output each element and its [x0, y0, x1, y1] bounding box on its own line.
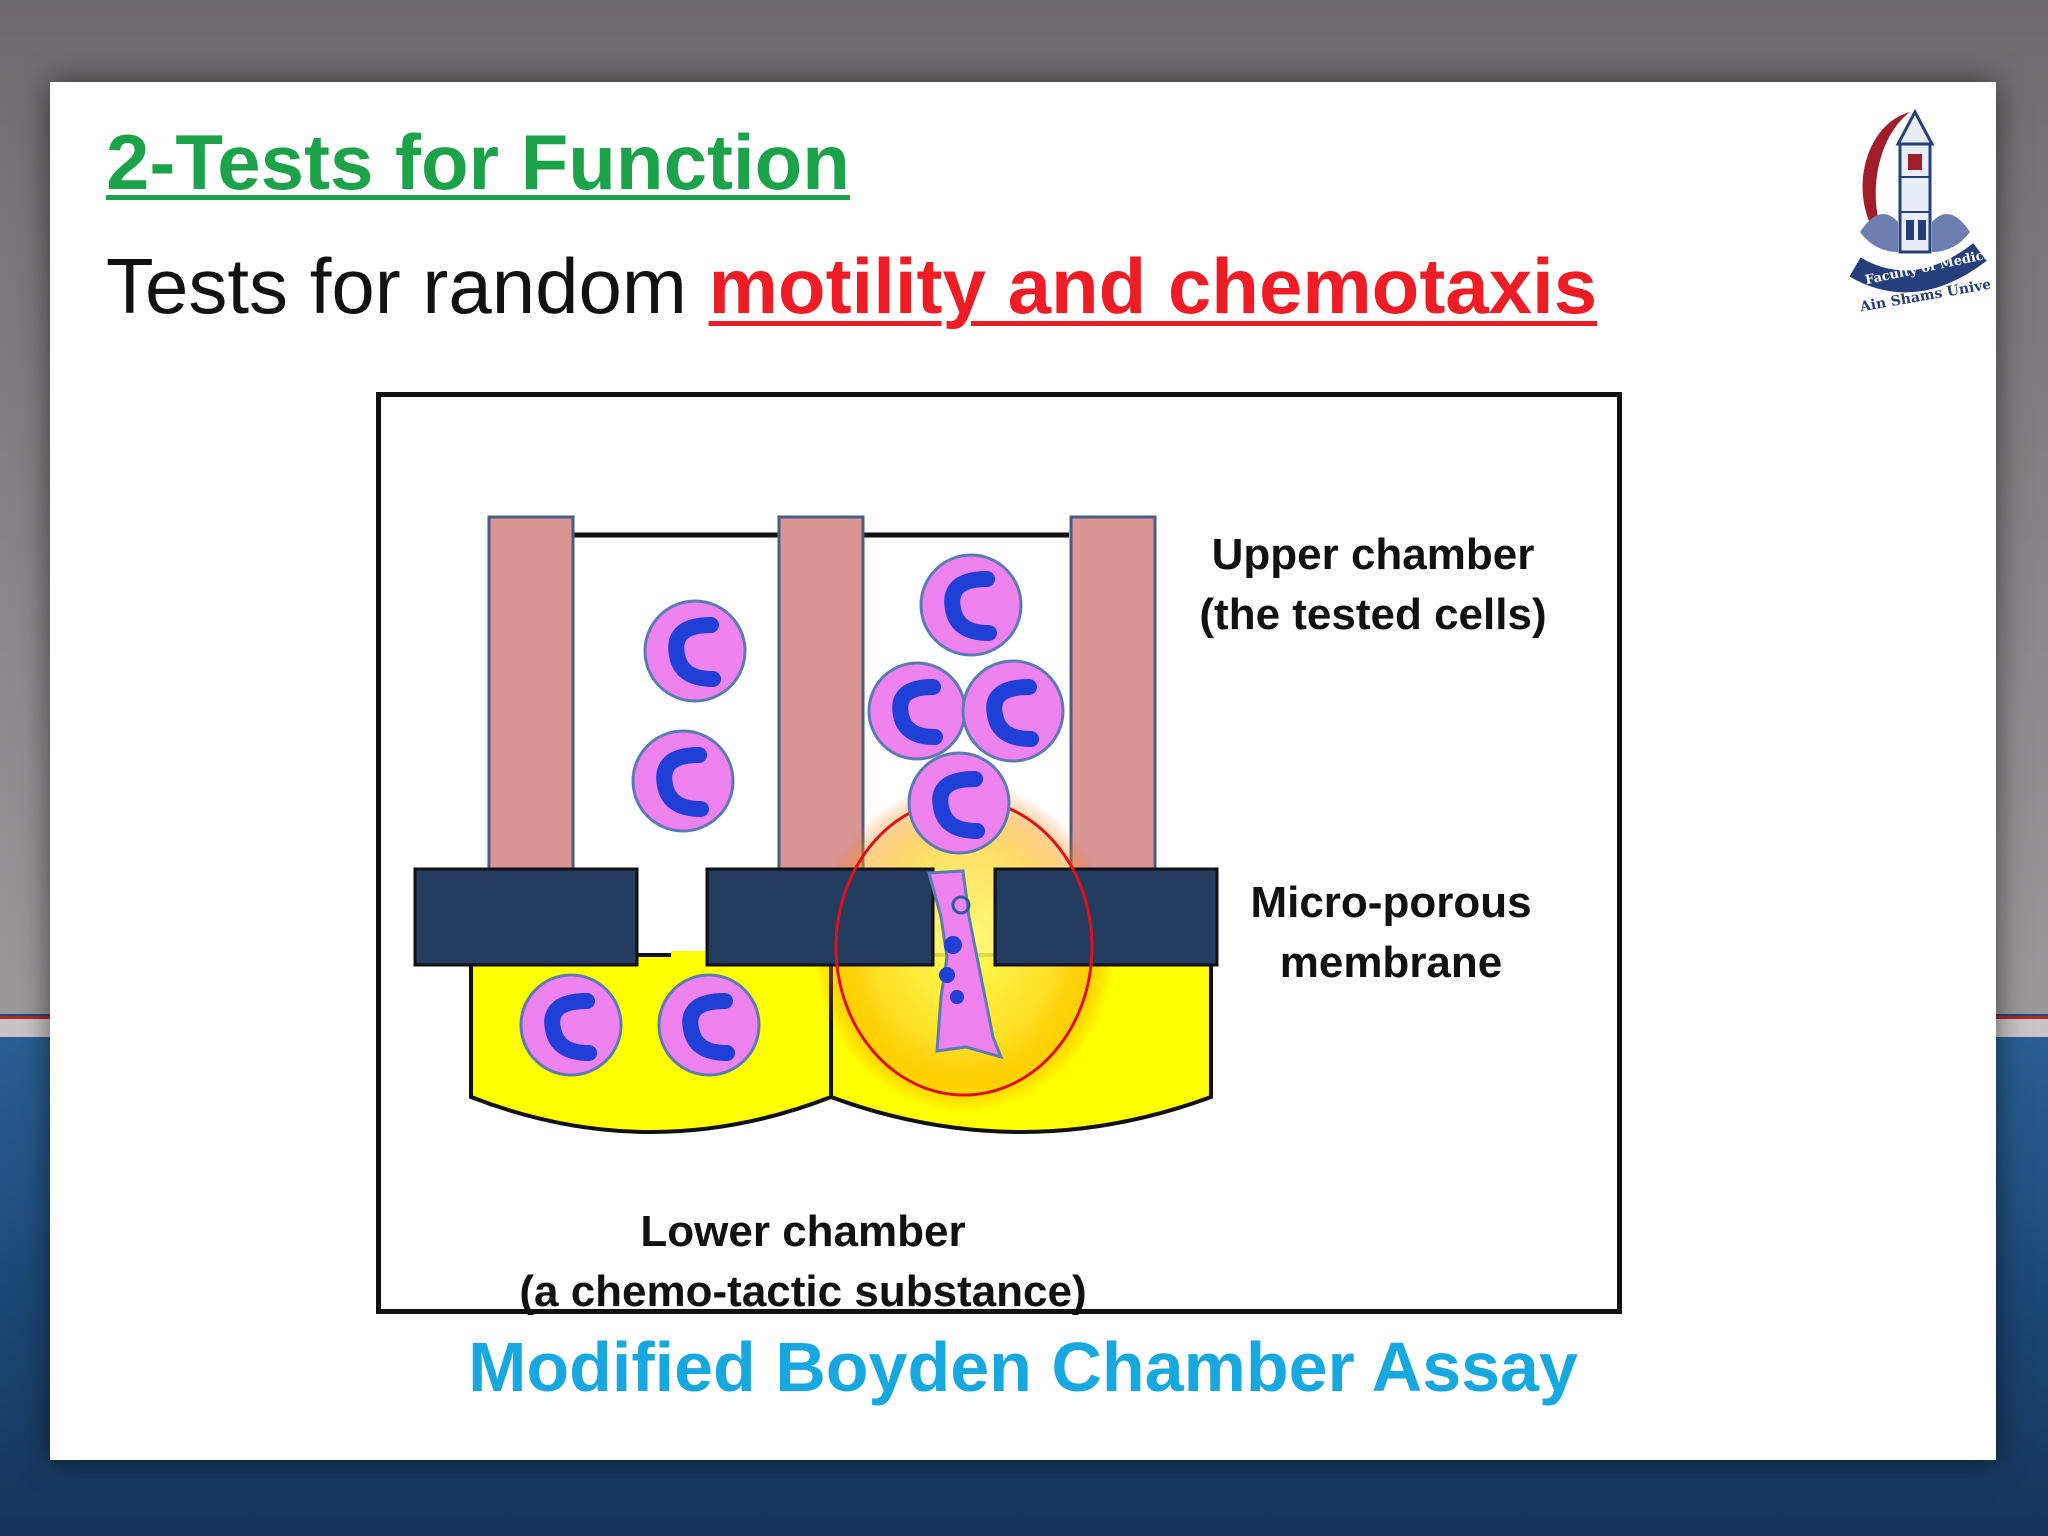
membrane-left — [413, 867, 639, 967]
membrane-right — [993, 867, 1219, 967]
subtitle-plain: Tests for random — [106, 242, 709, 330]
upper-chamber-label: Upper chamber — [1211, 530, 1535, 579]
figure-caption: Modified Boyden Chamber Assay — [468, 1328, 1578, 1406]
subtitle-highlight: motility and chemotaxis — [708, 242, 1598, 330]
slide: 2-Tests for Function Tests for random mo… — [50, 82, 1996, 1460]
neutrophil-cell — [643, 599, 747, 703]
membrane-label: Micro-porous — [1250, 878, 1532, 927]
neutrophil-cell — [631, 729, 735, 833]
slide-subtitle: Tests for random motility and chemotaxis — [106, 240, 1597, 334]
lower-chamber-label: Lower chamber — [640, 1207, 966, 1256]
neutrophil-cell — [907, 751, 1011, 855]
membrane-sublabel: membrane — [1279, 938, 1503, 987]
neutrophil-cell — [519, 973, 623, 1077]
neutrophil-cell — [919, 553, 1023, 657]
faculty-of-medicine-seal-icon: Faculty of Medicine Ain Shams University — [1849, 108, 1990, 316]
slide-title: 2-Tests for Function — [106, 118, 850, 206]
boyden-chamber-diagram: Upper chamber (the tested cells) Micro-p… — [376, 392, 1622, 1316]
chamber-wall-center — [777, 515, 865, 871]
boyden-chamber-drawing — [413, 515, 1219, 1134]
lower-chamber-sublabel: (a chemo-tactic substance) — [519, 1267, 1087, 1316]
neutrophil-cell — [657, 973, 761, 1077]
upper-chamber-sublabel: (the tested cells) — [1199, 590, 1547, 639]
membrane-center — [705, 867, 935, 967]
chamber-wall-left — [487, 515, 575, 871]
neutrophil-cell — [867, 661, 967, 761]
chamber-wall-right — [1069, 515, 1157, 871]
neutrophil-cell — [961, 659, 1065, 763]
